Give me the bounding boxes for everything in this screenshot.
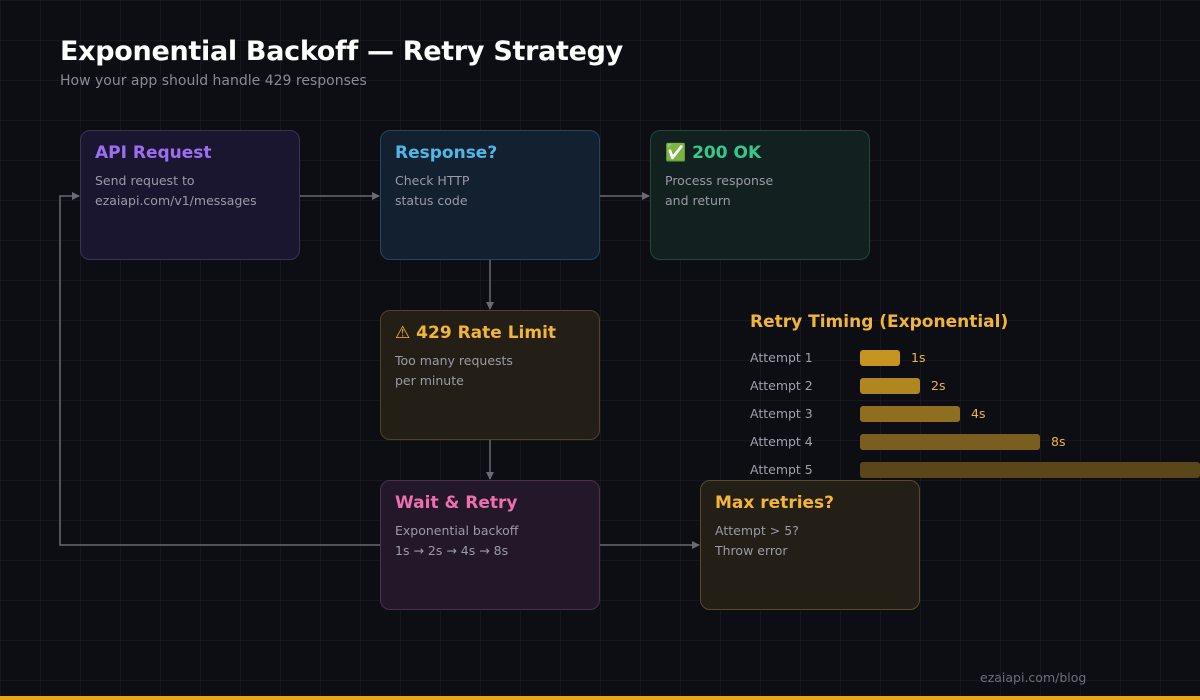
timing-attempt-label: Attempt 5	[750, 462, 813, 477]
footer-link-text: ezaiapi.com/blog	[980, 670, 1087, 685]
node-response-title: Response?	[395, 143, 498, 163]
node-200-ok: ✅ 200 OK Process response and return	[650, 130, 870, 260]
page-title: Exponential Backoff — Retry Strategy	[60, 36, 623, 67]
timing-bar	[860, 434, 1040, 450]
page-subtitle: How your app should handle 429 responses	[60, 73, 367, 89]
timing-row: Attempt 2 2s	[750, 378, 1200, 394]
timing-value-label: 8s	[1051, 434, 1066, 449]
node-200-ok-line: and return	[665, 193, 731, 208]
timing-attempt-label: Attempt 3	[750, 406, 813, 421]
node-wait-retry-line: 1s → 2s → 4s → 8s	[395, 543, 509, 558]
timing-row: Attempt 3 4s	[750, 406, 1200, 422]
node-429-rate-limit-line: per minute	[395, 373, 464, 388]
node-response: Response? Check HTTP status code	[380, 130, 600, 260]
timing-value-label: 1s	[911, 350, 926, 365]
timing-bar	[860, 406, 960, 422]
node-api-request-line: Send request to	[95, 173, 195, 188]
timing-row: Attempt 1 1s	[750, 350, 1200, 366]
node-api-request-line: ezaiapi.com/v1/messages	[95, 193, 257, 208]
node-api-request-title: API Request	[95, 143, 212, 163]
node-api-request: API Request Send request to ezaiapi.com/…	[80, 130, 300, 260]
node-429-rate-limit: ⚠ 429 Rate Limit Too many requests per m…	[380, 310, 600, 440]
node-wait-retry: Wait & Retry Exponential backoff 1s → 2s…	[380, 480, 600, 610]
timing-attempt-label: Attempt 2	[750, 378, 813, 393]
node-wait-retry-title: Wait & Retry	[395, 493, 518, 513]
timing-attempt-label: Attempt 4	[750, 434, 813, 449]
timing-attempt-label: Attempt 1	[750, 350, 813, 365]
node-wait-retry-line: Exponential backoff	[395, 523, 519, 538]
timing-bar	[860, 462, 1200, 478]
timing-row: Attempt 5	[750, 462, 1200, 478]
bottom-accent-bar	[0, 696, 1200, 700]
node-200-ok-title: ✅ 200 OK	[665, 143, 762, 163]
node-response-line: Check HTTP	[395, 173, 470, 188]
node-200-ok-line: Process response	[665, 173, 774, 188]
timing-value-label: 2s	[931, 378, 946, 393]
timing-row: Attempt 4 8s	[750, 434, 1200, 450]
node-max-retries-title: Max retries?	[715, 493, 835, 513]
timing-bar	[860, 378, 920, 394]
node-429-rate-limit-line: Too many requests	[395, 353, 513, 368]
arrow-wait-back-to-api	[59, 192, 380, 546]
node-429-rate-limit-title: ⚠ 429 Rate Limit	[395, 323, 557, 343]
node-max-retries: Max retries? Attempt > 5? Throw error	[700, 480, 920, 610]
node-max-retries-line: Throw error	[715, 543, 788, 558]
node-response-line: status code	[395, 193, 468, 208]
retry-timing-title: Retry Timing (Exponential)	[750, 312, 1009, 332]
node-max-retries-line: Attempt > 5?	[715, 523, 799, 538]
timing-value-label: 4s	[971, 406, 986, 421]
timing-bar	[860, 350, 900, 366]
